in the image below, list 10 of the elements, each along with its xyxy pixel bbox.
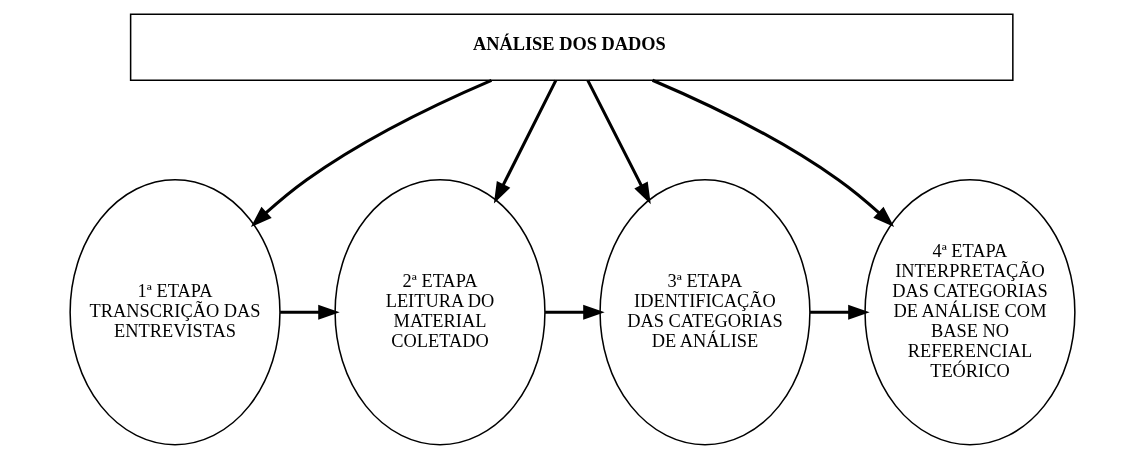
arrow bbox=[545, 304, 605, 320]
node-ellipse: 1ª ETAPA TRANSCRIÇÃO DAS ENTREVISTAS bbox=[69, 178, 281, 446]
arrow bbox=[651, 78, 895, 227]
node-box: ANÁLISE DOS DADOS bbox=[129, 13, 1014, 81]
arrow bbox=[586, 79, 651, 205]
node-ellipse: 4ª ETAPA INTERPRETAÇÃO DAS CATEGORIAS DE ANÁLISE COM BASE NO REFERENCIAL TEÓRICO bbox=[864, 178, 1076, 446]
arrow bbox=[493, 79, 558, 204]
arrow bbox=[250, 78, 493, 227]
arrow bbox=[280, 304, 340, 320]
arrow bbox=[810, 304, 870, 320]
